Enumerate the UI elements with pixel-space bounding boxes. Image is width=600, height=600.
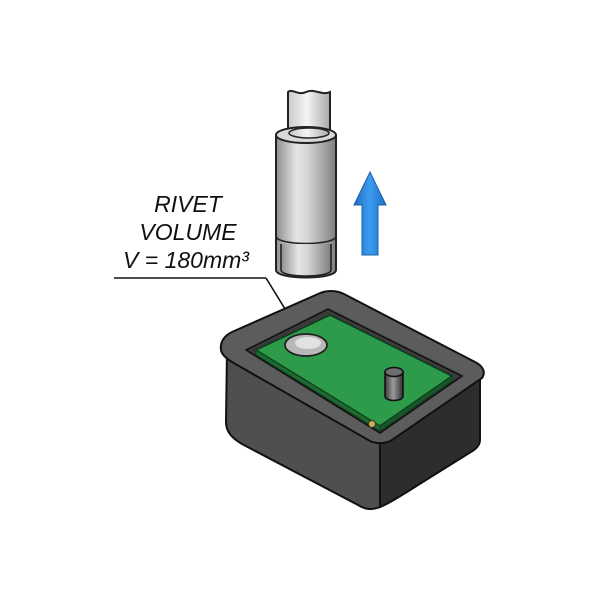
pin-component — [384, 366, 404, 402]
annotation-line-2: VOLUME — [139, 219, 237, 245]
up-arrow-icon — [353, 170, 387, 256]
rivet-pocket — [284, 333, 328, 357]
annotation-line-1: RIVET — [154, 191, 224, 217]
solder-pad — [368, 420, 376, 428]
rivet-tool — [275, 89, 337, 279]
annotation-line-3: V = 180mm³ — [123, 247, 250, 273]
tool-body — [275, 126, 337, 279]
rivet-volume-annotation: RIVET VOLUME V = 180mm³ — [114, 191, 307, 344]
